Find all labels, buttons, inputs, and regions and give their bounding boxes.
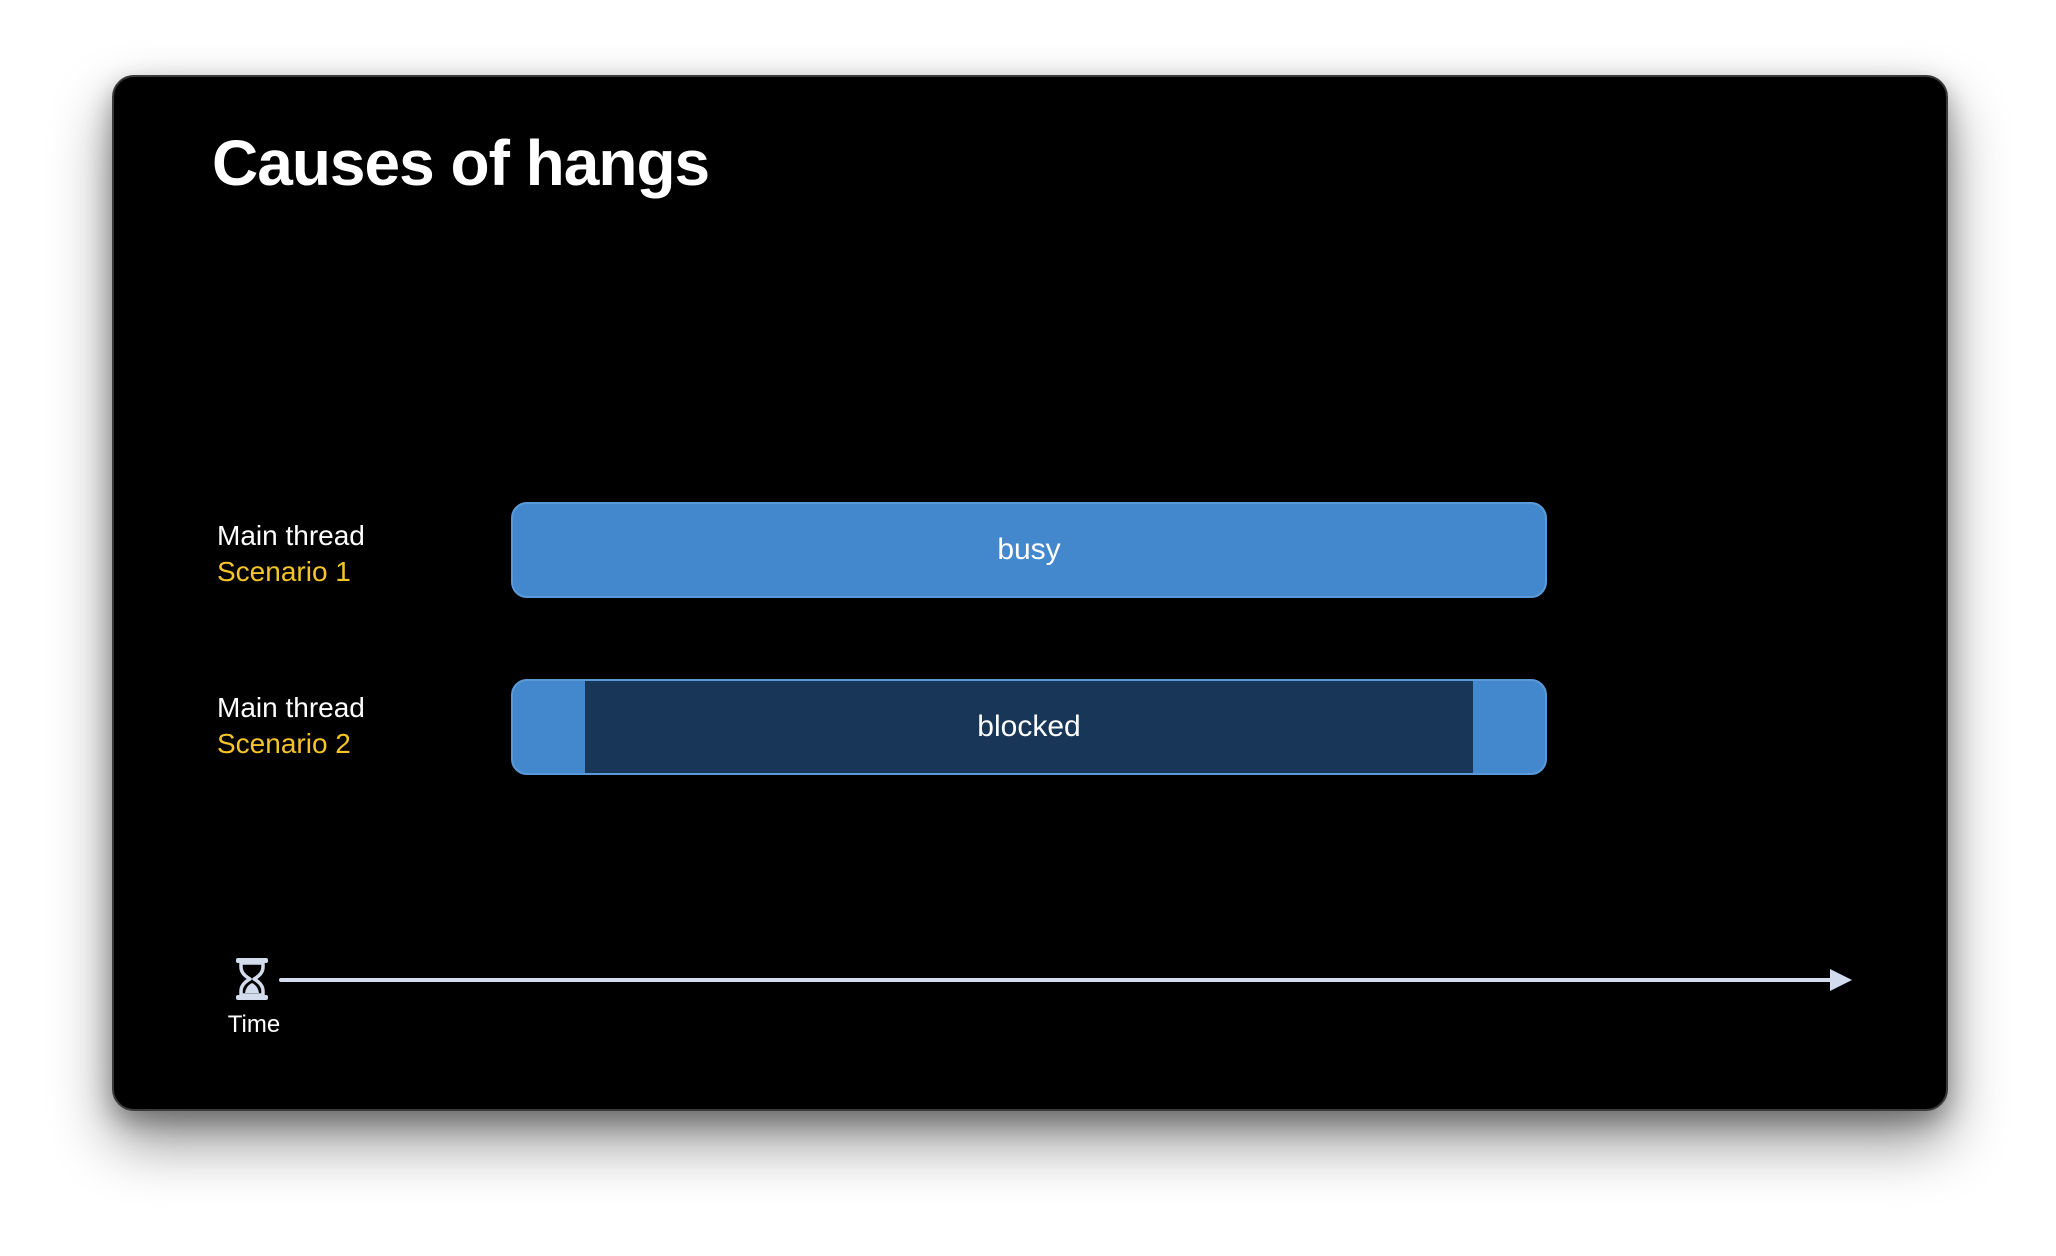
thread-label: Main thread: [217, 692, 365, 723]
row-label-scenario-1: Main thread Scenario 1: [217, 518, 365, 590]
time-axis-arrowhead: [1830, 969, 1852, 991]
thread-label: Main thread: [217, 520, 365, 551]
slide-window: Causes of hangs Main thread Scenario 1 b…: [112, 75, 1948, 1111]
scenario-label: Scenario 1: [217, 556, 351, 587]
scenario-label: Scenario 2: [217, 728, 351, 759]
hourglass-icon: [236, 958, 268, 1000]
blocked-bar-label: blocked: [977, 710, 1081, 743]
row-label-scenario-2: Main thread Scenario 2: [217, 690, 365, 762]
busy-bar: busy: [511, 502, 1547, 598]
time-axis-line: [279, 978, 1834, 982]
time-axis: Time: [228, 957, 1894, 1077]
time-label: Time: [227, 1011, 281, 1038]
blocked-segment: [585, 681, 1473, 773]
slide-title: Causes of hangs: [212, 127, 710, 199]
busy-bar-label: busy: [997, 533, 1061, 566]
blocked-bar: blocked: [511, 679, 1547, 775]
